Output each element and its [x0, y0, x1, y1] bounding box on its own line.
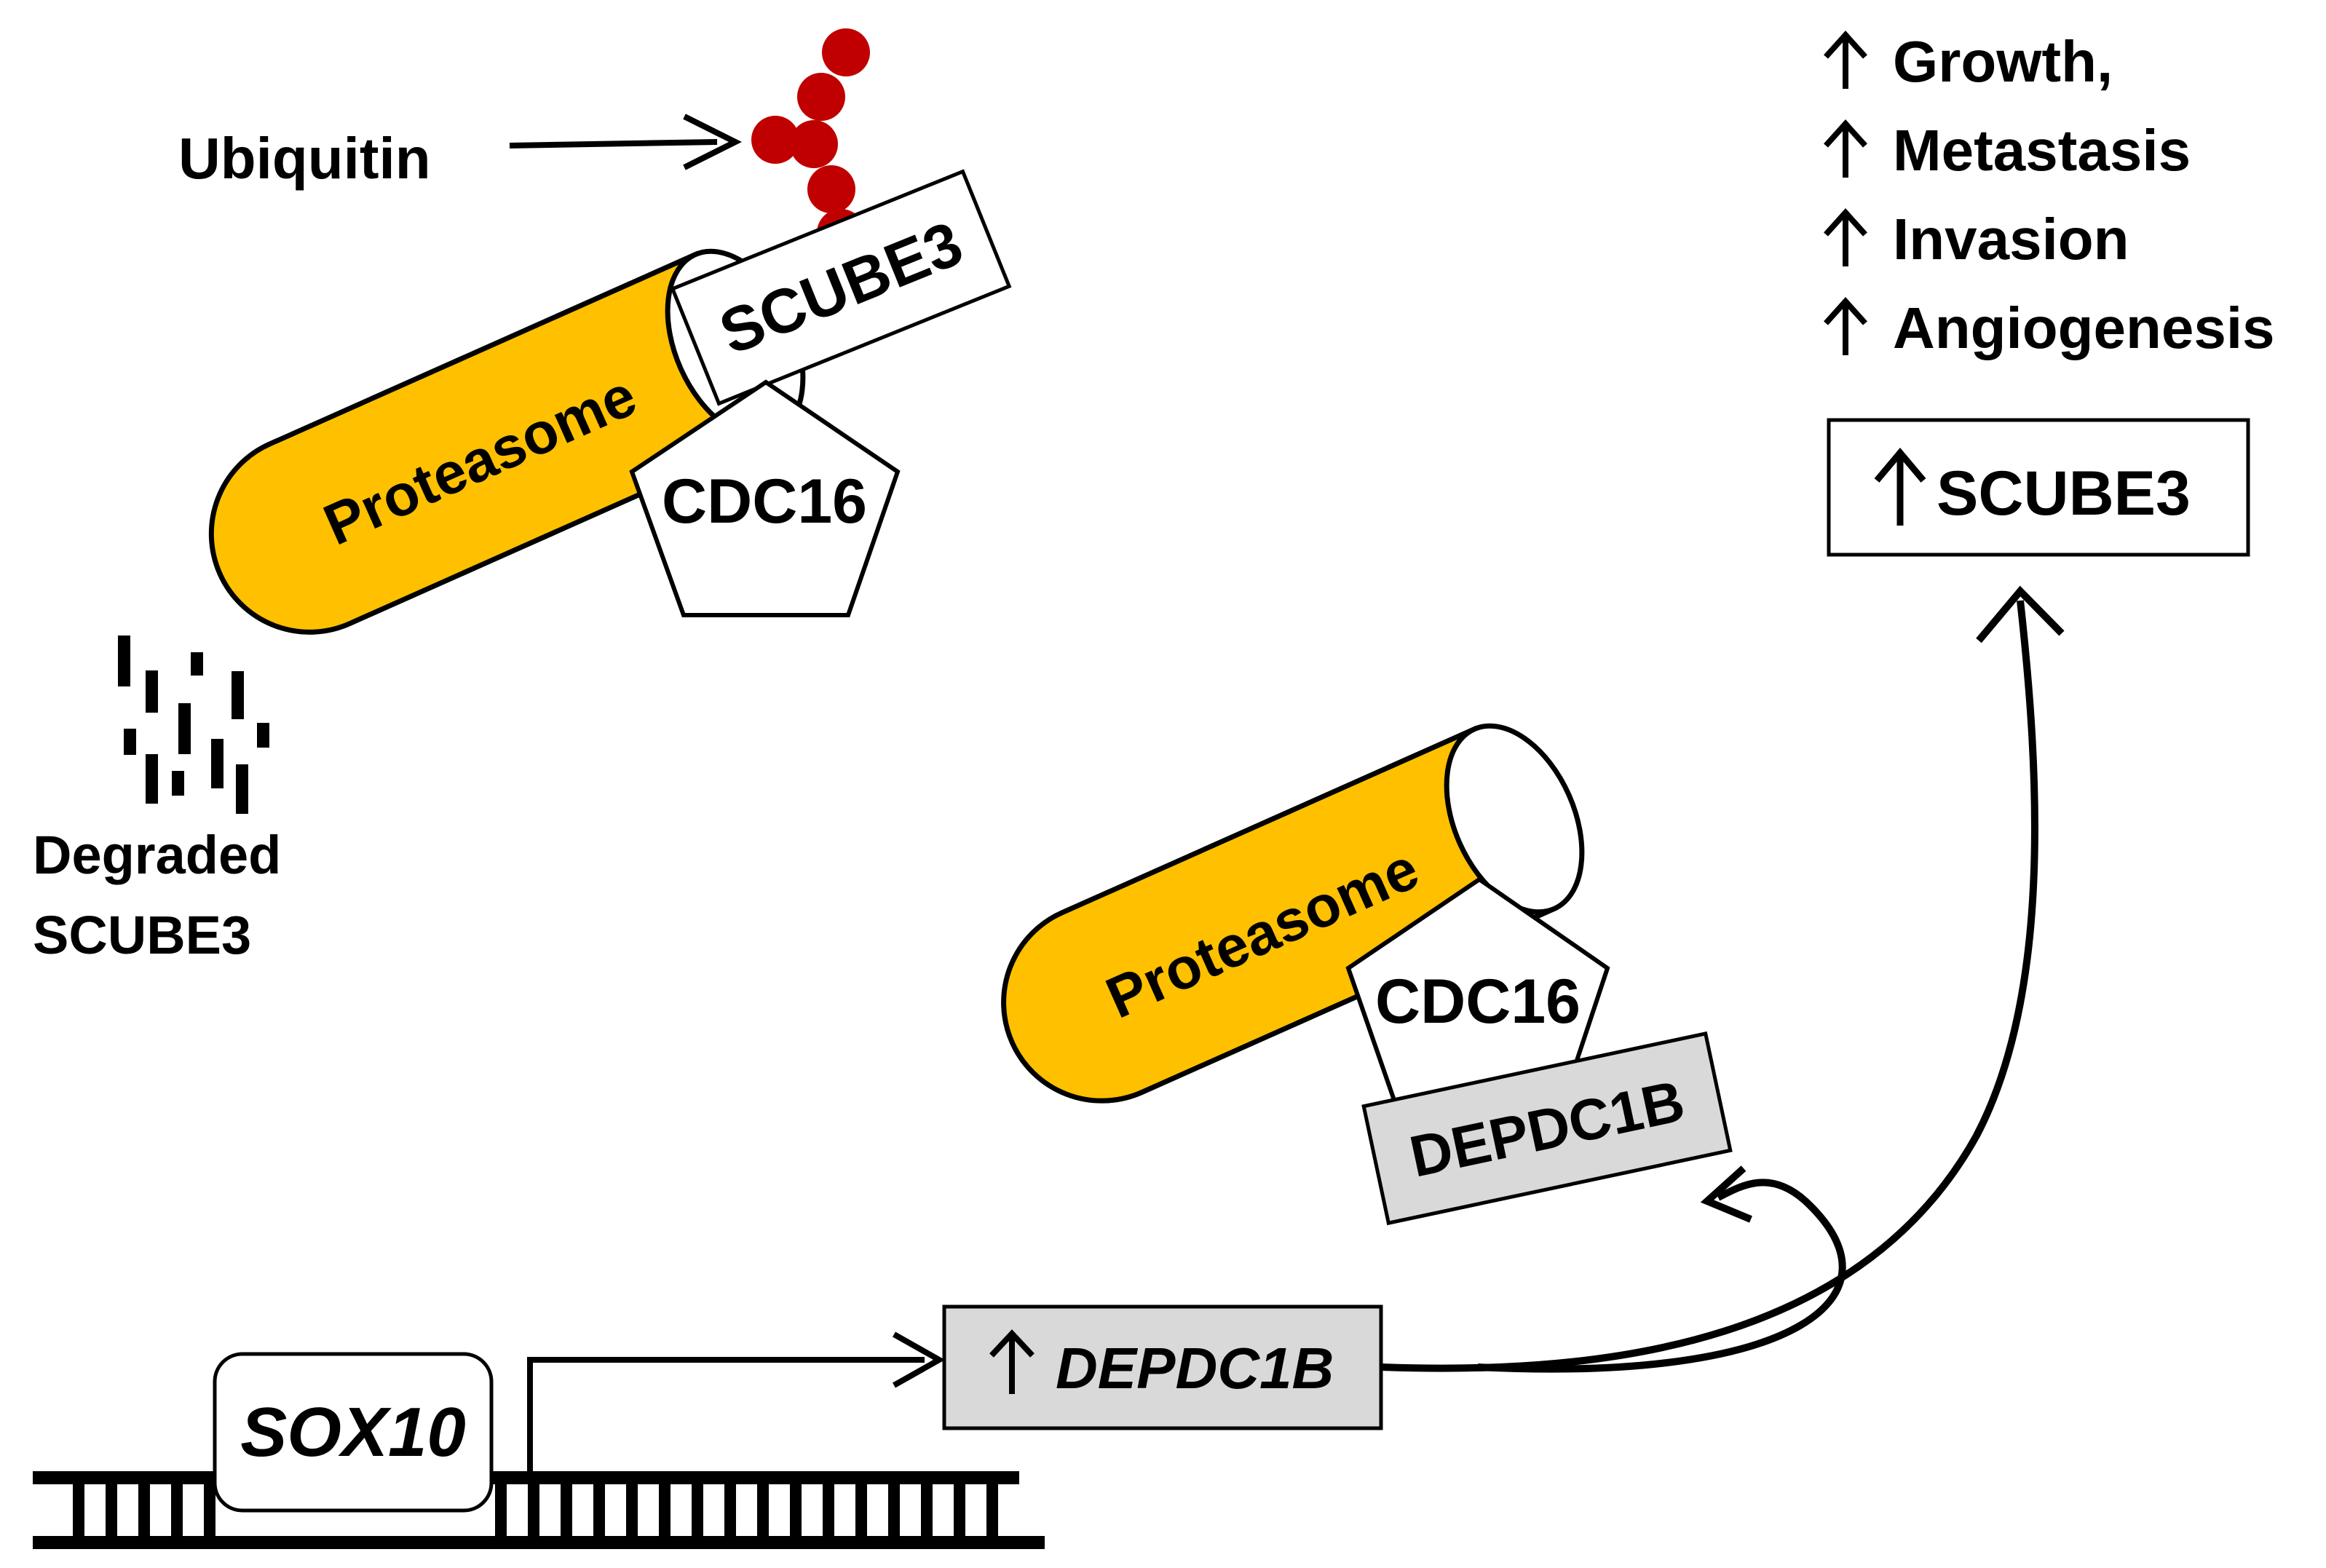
up-arrow-icon: [989, 1329, 1035, 1394]
degraded-label-line1: Degraded: [33, 825, 281, 885]
ubiquitin-bead: [822, 28, 870, 76]
transcription-arrow: [527, 1331, 946, 1472]
sox10-label: SOX10: [240, 1393, 466, 1471]
cdc16-top-label: CDC16: [662, 467, 867, 536]
effects-list: Growth, Metastasis Invasion Angiogenesis: [1824, 29, 2275, 360]
effect-item-metastasis: Metastasis: [1824, 118, 2191, 183]
depdc1b-protein: DEPDC1B: [1361, 1031, 1733, 1226]
cdc16-bottom-label: CDC16: [1375, 967, 1581, 1037]
arrow-to-scube3: [1380, 600, 2038, 1372]
ubiquitin-label: Ubiquitin: [178, 126, 431, 191]
effect-metastasis: Metastasis: [1893, 118, 2191, 183]
effect-item-angiogenesis: Angiogenesis: [1824, 296, 2275, 360]
depdc1b-gene-label: DEPDC1B: [1056, 1336, 1334, 1401]
effect-item-growth: Growth,: [1824, 29, 2113, 94]
ubiquitin-bead: [797, 73, 845, 121]
ubiquitin-bead: [807, 165, 855, 213]
ubiquitin-bead: [790, 120, 838, 168]
effect-invasion: Invasion: [1893, 207, 2129, 272]
effect-growth: Growth,: [1893, 29, 2113, 94]
effect-angiogenesis: Angiogenesis: [1893, 296, 2275, 360]
degraded-label-line2: SCUBE3: [33, 905, 251, 965]
arrow-to-depdc1b-protein: [1477, 1179, 1846, 1373]
scube3-up-box: SCUBE3: [1827, 418, 2250, 557]
curved-arrows: [1380, 585, 2065, 1373]
up-arrow-icon: [1874, 448, 1926, 526]
ubiquitin-bead: [751, 116, 799, 164]
sox10-gene: SOX10: [213, 1352, 494, 1513]
scube3-up-label: SCUBE3: [1937, 459, 2191, 528]
cdc16-top: CDC16: [629, 379, 901, 617]
dna-rungs: [73, 1484, 998, 1536]
ubiquitin-arrow: [509, 114, 742, 170]
depdc1b-gene: DEPDC1B: [942, 1304, 1383, 1430]
effect-item-invasion: Invasion: [1824, 207, 2129, 272]
degraded-fragments: [118, 635, 269, 814]
dna-strand: [33, 1471, 1045, 1549]
